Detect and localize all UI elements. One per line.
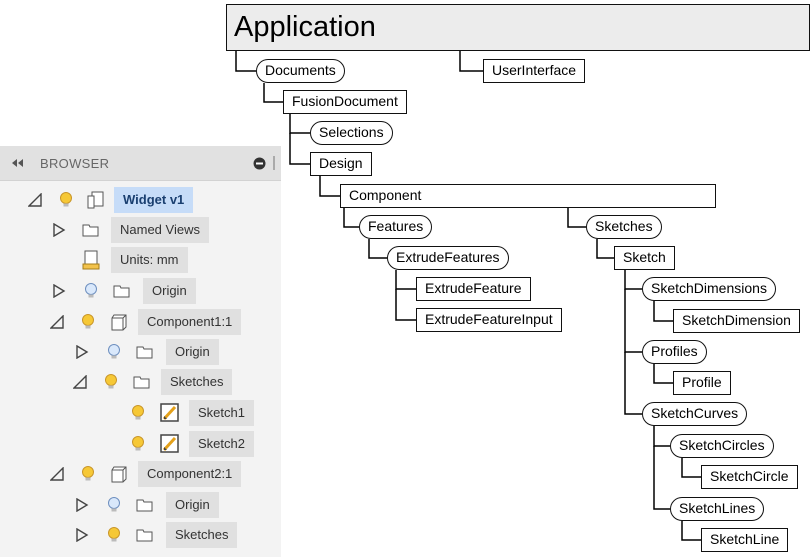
node-user-interface: UserInterface: [483, 59, 586, 83]
node-sketch-curves: SketchCurves: [642, 402, 748, 426]
node-features: Features: [359, 215, 433, 239]
folder-icon: [136, 346, 153, 359]
tree-row-sketch1[interactable]: Sketch1: [0, 400, 281, 426]
collapsed-triangle-icon[interactable]: [52, 223, 66, 237]
node-application: Application: [226, 4, 810, 51]
tree-row-units[interactable]: Units: mm: [0, 247, 281, 273]
node-sketch-dimension: SketchDimension: [673, 309, 800, 333]
tree-row-component2-origin[interactable]: Origin: [0, 492, 281, 518]
node-sketch-line: SketchLine: [701, 528, 789, 552]
lightbulb-on-icon[interactable]: [130, 435, 146, 453]
node-sketch-dimensions: SketchDimensions: [642, 277, 776, 301]
lightbulb-on-icon[interactable]: [103, 373, 119, 391]
lightbulb-on-icon[interactable]: [130, 404, 146, 422]
folder-icon: [113, 285, 130, 298]
folder-icon: [82, 224, 99, 237]
node-documents: Documents: [256, 59, 345, 83]
lightbulb-off-icon[interactable]: [106, 343, 122, 361]
node-sketch-circle: SketchCircle: [701, 465, 798, 489]
tree-label-component2[interactable]: Component2:1: [138, 461, 242, 487]
tree-row-component2[interactable]: Component2:1: [0, 461, 281, 487]
collapsed-triangle-icon[interactable]: [75, 498, 89, 512]
tree-row-component2-sketches[interactable]: Sketches: [0, 522, 281, 548]
minimize-icon[interactable]: [253, 157, 266, 170]
tree-row-named-views[interactable]: Named Views: [0, 217, 281, 243]
lightbulb-on-icon[interactable]: [80, 465, 96, 483]
tree-label-origin[interactable]: Origin: [143, 278, 196, 304]
node-sketch-lines: SketchLines: [670, 497, 765, 521]
node-extrude-features: ExtrudeFeatures: [387, 246, 509, 270]
tree-row-component1-sketches[interactable]: Sketches: [0, 369, 281, 395]
tree-label-sketch2[interactable]: Sketch2: [189, 431, 254, 457]
sketch-icon: [160, 403, 179, 422]
expanded-triangle-icon[interactable]: [73, 375, 87, 389]
folder-icon: [136, 529, 153, 542]
browser-header: BROWSER: [0, 146, 281, 181]
browser-panel: BROWSER Widget v1 Named Views Units: mm …: [0, 146, 281, 557]
node-sketch: Sketch: [614, 246, 675, 270]
node-design: Design: [310, 152, 372, 176]
lightbulb-off-icon[interactable]: [106, 496, 122, 514]
node-extrude-feature-input: ExtrudeFeatureInput: [416, 308, 562, 332]
units-ruler-icon: [82, 250, 100, 270]
lightbulb-off-icon[interactable]: [83, 282, 99, 300]
tree-label-component1-origin[interactable]: Origin: [166, 339, 219, 365]
node-extrude-feature: ExtrudeFeature: [416, 277, 531, 301]
tree-label-widget[interactable]: Widget v1: [114, 187, 194, 213]
tree-label-component1-sketches[interactable]: Sketches: [161, 369, 233, 395]
tree-label-sketch1[interactable]: Sketch1: [189, 400, 254, 426]
node-sketch-circles: SketchCircles: [670, 434, 774, 458]
node-fusion-document: FusionDocument: [283, 90, 407, 114]
lightbulb-on-icon[interactable]: [106, 526, 122, 544]
tree-row-origin[interactable]: Origin: [0, 278, 281, 304]
sketch-icon: [160, 434, 179, 453]
tree-row-root[interactable]: Widget v1: [0, 187, 281, 213]
tree-label-component2-sketches[interactable]: Sketches: [166, 522, 238, 548]
node-profile: Profile: [673, 371, 731, 395]
tree-row-sketch2[interactable]: Sketch2: [0, 431, 281, 457]
node-sketches: Sketches: [586, 215, 662, 239]
lightbulb-on-icon[interactable]: [80, 313, 96, 331]
component-box-icon: [111, 314, 127, 331]
browser-title: BROWSER: [40, 156, 110, 171]
folder-icon: [133, 376, 150, 389]
tree-label-named-views[interactable]: Named Views: [111, 217, 209, 243]
expanded-triangle-icon[interactable]: [50, 467, 64, 481]
lightbulb-on-icon[interactable]: [58, 191, 74, 209]
tree-row-component1[interactable]: Component1:1: [0, 309, 281, 335]
collapsed-triangle-icon[interactable]: [52, 284, 66, 298]
node-component: Component: [340, 184, 716, 208]
expanded-triangle-icon[interactable]: [28, 193, 42, 207]
expanded-triangle-icon[interactable]: [50, 315, 64, 329]
node-profiles: Profiles: [642, 340, 707, 364]
tree-row-component1-origin[interactable]: Origin: [0, 339, 281, 365]
tree-label-component1[interactable]: Component1:1: [138, 309, 242, 335]
tree-label-component2-origin[interactable]: Origin: [166, 492, 219, 518]
collapsed-triangle-icon[interactable]: [75, 345, 89, 359]
component-box-icon: [111, 466, 127, 483]
folder-icon: [136, 499, 153, 512]
node-selections: Selections: [310, 121, 393, 145]
collapsed-triangle-icon[interactable]: [75, 528, 89, 542]
document-icon: [87, 191, 104, 209]
tree-label-units[interactable]: Units: mm: [111, 247, 188, 273]
collapse-panel-icon[interactable]: [10, 157, 26, 169]
panel-grip-icon[interactable]: [273, 156, 275, 170]
